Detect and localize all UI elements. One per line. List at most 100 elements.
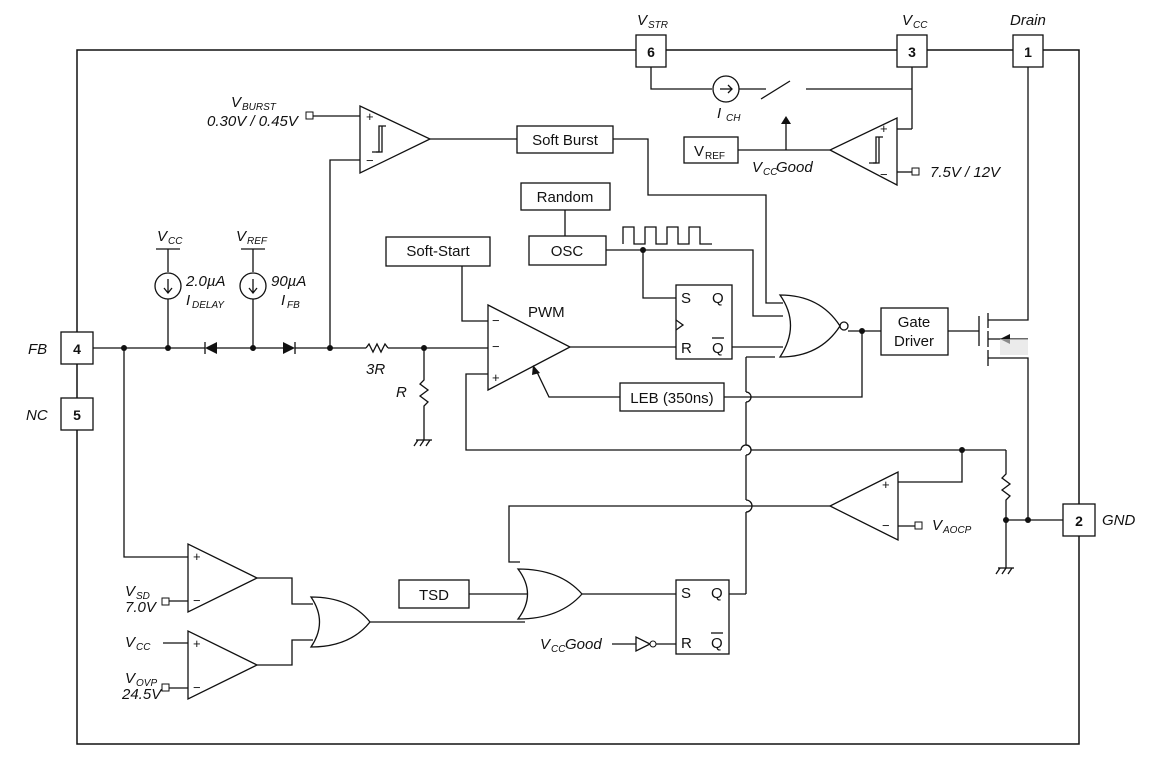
svg-text:V: V — [231, 94, 243, 111]
svg-text:V: V — [125, 634, 137, 651]
sd-comparator: + − V SD 7.0V — [123, 348, 313, 616]
svg-text:V: V — [637, 12, 649, 29]
svg-text:I: I — [186, 292, 190, 309]
ifb-source: V REF 90µA I FB — [236, 228, 306, 348]
svg-text:I: I — [281, 292, 285, 309]
svg-text:Gate: Gate — [898, 314, 931, 331]
svg-text:V: V — [932, 517, 944, 534]
svg-text:V: V — [752, 159, 764, 176]
protection-latch: S R Q Q V CC Good — [540, 579, 730, 655]
svg-text:3: 3 — [908, 44, 916, 60]
power-mosfet — [978, 67, 1029, 520]
svg-text:CC: CC — [913, 20, 928, 31]
svg-text:4: 4 — [73, 341, 81, 357]
pin-drain: Drain 1 — [1010, 12, 1046, 68]
random-box: Random — [520, 182, 611, 236]
svg-text:OSC: OSC — [551, 243, 584, 260]
svg-text:CC: CC — [763, 167, 778, 178]
svg-text:0.30V / 0.45V: 0.30V / 0.45V — [207, 113, 300, 130]
svg-text:CH: CH — [726, 113, 741, 124]
svg-text:OVP: OVP — [136, 678, 157, 689]
svg-text:−: − — [880, 167, 888, 182]
pin-vcc: V CC 3 — [896, 12, 928, 68]
sense-line — [465, 373, 1063, 575]
svg-text:I: I — [717, 105, 721, 122]
svg-text:DELAY: DELAY — [192, 300, 225, 311]
svg-text:V: V — [125, 583, 137, 600]
svg-text:R: R — [681, 635, 692, 652]
svg-text:BURST: BURST — [242, 102, 277, 113]
svg-text:CC: CC — [168, 236, 183, 247]
vref-box: V REF — [683, 136, 739, 164]
svg-text:FB: FB — [28, 341, 47, 358]
pin-fb: FB 4 — [28, 331, 94, 365]
svg-text:R: R — [396, 384, 407, 401]
burst-comparator: V BURST 0.30V / 0.45V + − — [207, 94, 517, 348]
svg-text:2: 2 — [1075, 513, 1083, 529]
svg-text:7.0V: 7.0V — [125, 599, 158, 616]
svg-text:Q: Q — [712, 340, 724, 357]
svg-text:−: − — [492, 313, 500, 328]
svg-text:Driver: Driver — [894, 333, 934, 350]
svg-text:Q: Q — [711, 585, 723, 602]
or-gate-latch — [516, 568, 676, 620]
svg-text:+: + — [492, 370, 500, 385]
leb-box: LEB (350ns) — [532, 365, 725, 412]
svg-text:6: 6 — [647, 44, 655, 60]
svg-text:V: V — [694, 143, 704, 160]
vertical-crossover — [729, 356, 775, 595]
svg-text:FB: FB — [287, 300, 300, 311]
svg-text:−: − — [882, 518, 890, 533]
svg-text:+: + — [193, 549, 201, 564]
svg-text:V: V — [125, 670, 137, 687]
svg-text:Drain: Drain — [1010, 12, 1046, 29]
tsd-box: TSD — [398, 579, 528, 609]
pin-vstr: V STR 6 — [635, 12, 668, 68]
svg-text:1: 1 — [1024, 44, 1032, 60]
svg-text:Good: Good — [776, 159, 813, 176]
svg-text:−: − — [492, 339, 500, 354]
svg-text:V: V — [540, 636, 552, 653]
svg-text:TSD: TSD — [419, 587, 449, 604]
soft-start-box: Soft-Start — [385, 236, 491, 322]
svg-text:STR: STR — [648, 20, 668, 31]
soft-burst-box: Soft Burst — [516, 125, 783, 304]
svg-text:2.0µA: 2.0µA — [185, 273, 226, 290]
svg-text:NC: NC — [26, 407, 48, 424]
svg-text:Good: Good — [565, 636, 602, 653]
svg-text:AOCP: AOCP — [942, 525, 972, 536]
svg-text:5: 5 — [73, 407, 81, 423]
pin-nc: NC 5 — [26, 397, 94, 431]
ovp-comparator: + − V CC V OVP 24.5V — [121, 629, 313, 703]
osc-box: OSC — [528, 226, 783, 317]
svg-text:V: V — [236, 228, 248, 245]
svg-text:+: + — [880, 121, 888, 136]
pwm-latch: S R Q Q — [675, 284, 783, 360]
svg-text:−: − — [193, 680, 201, 695]
svg-text:Soft-Start: Soft-Start — [406, 243, 470, 260]
svg-text:S: S — [681, 290, 691, 307]
svg-text:GND: GND — [1102, 512, 1136, 529]
svg-text:24.5V: 24.5V — [121, 686, 163, 703]
svg-text:Q: Q — [711, 635, 723, 652]
svg-text:SD: SD — [136, 591, 150, 602]
svg-text:REF: REF — [247, 236, 268, 247]
svg-text:+: + — [366, 109, 374, 124]
nor-gate — [724, 294, 881, 398]
svg-text:+: + — [882, 477, 890, 492]
gate-driver-box: Gate Driver — [880, 307, 979, 356]
svg-text:90µA: 90µA — [271, 273, 306, 290]
svg-text:S: S — [681, 585, 691, 602]
pwm-comparator: PWM − − + — [487, 303, 676, 392]
startup-circuit: I CH V CC Good — [650, 67, 913, 178]
svg-text:V: V — [902, 12, 914, 29]
aocp-comparator: + − V AOCP — [508, 450, 972, 563]
svg-text:−: − — [193, 593, 201, 608]
svg-text:3R: 3R — [366, 361, 385, 378]
idelay-source: V CC 2.0µA I DELAY — [154, 228, 226, 348]
svg-text:7.5V / 12V: 7.5V / 12V — [930, 164, 1002, 181]
svg-text:LEB (350ns): LEB (350ns) — [630, 390, 713, 407]
svg-text:R: R — [681, 340, 692, 357]
pin-gnd: 2 GND — [1062, 503, 1136, 537]
